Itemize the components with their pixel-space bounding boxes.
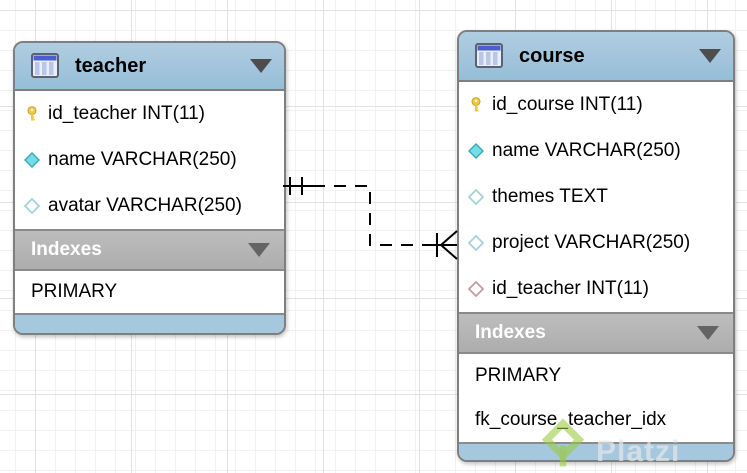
table-icon [31, 53, 61, 79]
table-footer [459, 442, 733, 460]
column-row[interactable]: id_course INT(11) [459, 82, 733, 128]
column-label: id_course INT(11) [492, 94, 643, 115]
index-row[interactable]: PRIMARY [459, 354, 733, 398]
nullable-diamond-icon [467, 234, 485, 252]
table-title: teacher [75, 54, 147, 77]
column-label: themes TEXT [492, 186, 608, 207]
column-row[interactable]: themes TEXT [459, 174, 733, 220]
column-label: project VARCHAR(250) [492, 232, 691, 253]
indexes-section-label: Indexes [31, 239, 102, 260]
primary-key-icon [468, 97, 484, 113]
table-course[interactable]: course id_course INT(11) name VARCHAR(25… [457, 30, 735, 462]
table-course-header[interactable]: course [459, 32, 733, 80]
nullable-diamond-icon [467, 188, 485, 206]
column-label: name VARCHAR(250) [492, 140, 681, 161]
table-title: course [519, 44, 585, 67]
indexes-collapse-triangle-icon[interactable] [697, 326, 719, 340]
table-teacher[interactable]: teacher id_teacher INT(11) name VARCHAR(… [13, 41, 286, 335]
primary-key-icon [24, 106, 40, 122]
collapse-triangle-icon[interactable] [250, 59, 272, 73]
column-label: avatar VARCHAR(250) [48, 195, 242, 216]
crow-foot-icon [440, 230, 458, 260]
table-teacher-header[interactable]: teacher [15, 43, 284, 89]
column-label: id_teacher INT(11) [48, 103, 205, 124]
collapse-triangle-icon[interactable] [699, 49, 721, 63]
column-row[interactable]: id_teacher INT(11) [15, 91, 284, 137]
not-null-diamond-icon [24, 152, 40, 168]
column-label: name VARCHAR(250) [48, 149, 237, 170]
indexes-collapse-triangle-icon[interactable] [248, 243, 270, 257]
foreign-key-diamond-icon [467, 280, 485, 298]
column-row[interactable]: project VARCHAR(250) [459, 220, 733, 266]
table-footer [15, 313, 284, 333]
table-icon [475, 43, 505, 69]
nullable-diamond-icon [23, 197, 41, 215]
indexes-section-label: Indexes [475, 322, 546, 343]
column-row[interactable]: name VARCHAR(250) [459, 128, 733, 174]
column-row[interactable]: name VARCHAR(250) [15, 137, 284, 183]
indexes-section-header[interactable]: Indexes [459, 312, 733, 354]
index-row[interactable]: fk_course_teacher_idx [459, 398, 733, 442]
cardinality-one-ticks [289, 177, 303, 195]
column-row[interactable]: id_teacher INT(11) [459, 266, 733, 312]
index-row[interactable]: PRIMARY [15, 271, 284, 313]
relationship-dashed-line [313, 185, 428, 246]
not-null-diamond-icon [468, 143, 484, 159]
indexes-section-header[interactable]: Indexes [15, 229, 284, 271]
column-row[interactable]: avatar VARCHAR(250) [15, 183, 284, 229]
column-label: id_teacher INT(11) [492, 278, 649, 299]
